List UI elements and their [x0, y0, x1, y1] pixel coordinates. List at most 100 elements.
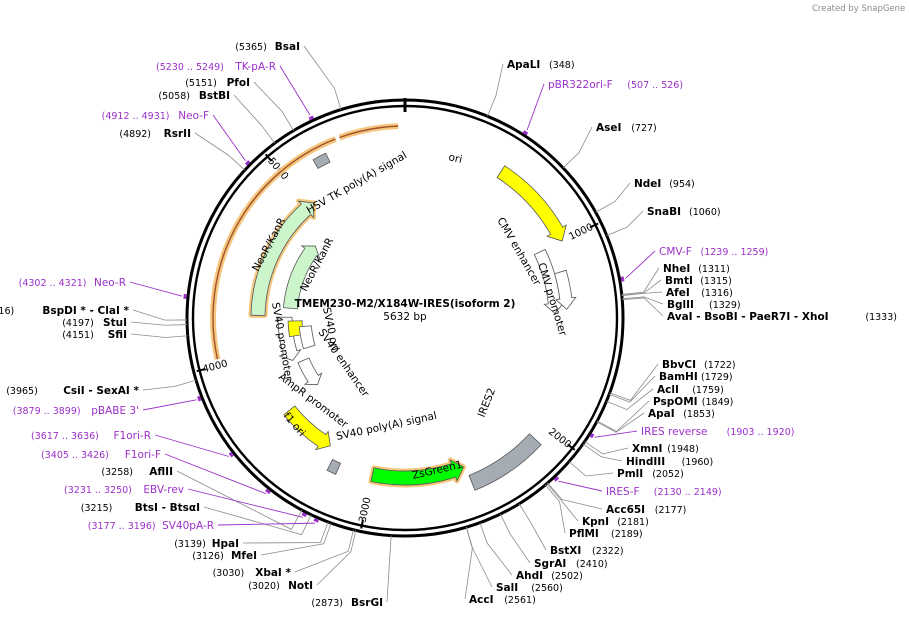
restriction-site[interactable]: PflMI (2189) — [569, 528, 643, 540]
restriction-site[interactable]: BbvCI(1722) — [662, 359, 736, 371]
primer[interactable]: pBR322ori-F(507 .. 526) — [548, 79, 683, 91]
restriction-site[interactable]: HindIII(1960) — [626, 456, 713, 468]
restriction-site[interactable]: SgrAI(2410) — [534, 558, 608, 570]
restriction-site[interactable]: AfeI(1316) — [666, 287, 733, 299]
primer-name: F1ori-F — [125, 449, 161, 461]
restriction-site[interactable]: PmlI(2052) — [617, 468, 684, 480]
site-position: (4216) — [0, 306, 14, 317]
primers-layer: TK-pA-R (5230 .. 5249) Neo-F(4912 .. 4931)… — [13, 61, 795, 532]
restriction-site[interactable]: BglII(1329) — [667, 299, 741, 311]
feature-arc-cmv-enhancer[interactable] — [533, 248, 566, 314]
restriction-site[interactable]: NdeI (954) — [634, 178, 695, 190]
restriction-site[interactable]: MfeI (3126) — [192, 550, 257, 562]
feature-arc-sv40-poly-a-signal[interactable] — [326, 459, 342, 475]
restriction-site[interactable]: AvaI - BsoBI - PaeR7I - XhoI(1333) — [667, 311, 897, 323]
restriction-site[interactable]: BtsI - BtsαI(3215) — [81, 502, 200, 514]
primer[interactable]: Neo-R(4302 .. 4321) — [19, 277, 126, 289]
feature-arc-ampr-promoter[interactable] — [297, 357, 323, 386]
restriction-site[interactable]: AseI(727) — [596, 122, 657, 134]
site-position: (3126) — [192, 551, 224, 562]
restriction-site[interactable]: SnaBI(1060) — [647, 206, 721, 218]
restriction-site[interactable]: CsiI - SexAI *(3965) — [6, 385, 139, 397]
primer[interactable]: TK-pA-R (5230 .. 5249) — [156, 61, 276, 73]
feature-arc-sv40-promoter[interactable] — [277, 316, 302, 361]
primer[interactable]: Neo-F(4912 .. 4931) — [102, 110, 209, 122]
primer-name: TK-pA-R — [234, 61, 276, 73]
primer[interactable]: F1ori-R(3617 .. 3636) — [31, 430, 151, 442]
feature-arc-ires2[interactable] — [468, 433, 542, 491]
site-leader-line — [621, 267, 660, 295]
restriction-site[interactable]: Acc65I(2177) — [606, 504, 686, 516]
feature-arc-neor-kanr[interactable] — [283, 245, 321, 310]
restriction-site[interactable]: PfoI(5151) — [185, 77, 250, 89]
restriction-site[interactable]: PspOMI(1849) — [653, 396, 733, 408]
restriction-site[interactable]: BspDI * - ClaI *(4216) — [0, 305, 130, 317]
site-name: BglII — [667, 299, 694, 311]
primer-position: (5230 .. 5249) — [156, 62, 224, 73]
primer[interactable]: IRES reverse(1903 .. 1920) — [641, 426, 794, 438]
restriction-site[interactable]: AflII(3258) — [101, 466, 173, 478]
restriction-site[interactable]: AccI(2561) — [469, 594, 536, 606]
site-position: (5365) — [235, 42, 267, 53]
primer[interactable]: EBV-rev(3231 .. 3250) — [64, 484, 184, 496]
feature-arc-sv40-enhancer[interactable] — [298, 325, 316, 350]
feature-arc-neor-kanr[interactable] — [250, 200, 314, 316]
site-name: NdeI — [634, 178, 661, 190]
site-name: PspOMI — [653, 396, 698, 408]
feature-arc-zsgreen1[interactable] — [370, 459, 465, 486]
feature-arc-hsv-tk-poly-a-signal[interactable] — [312, 152, 331, 169]
restriction-site[interactable]: NheI(1311) — [663, 263, 730, 275]
restriction-site[interactable]: KpnI(2181) — [582, 516, 649, 528]
restriction-site[interactable]: SfiI(4151) — [62, 329, 127, 341]
restriction-site[interactable]: StuI(4197) — [62, 317, 127, 329]
site-position: (2189) — [611, 529, 643, 540]
site-leader-line — [621, 291, 663, 297]
restriction-site[interactable]: XmnI(1948) — [632, 443, 699, 455]
site-name: AfeI — [666, 287, 690, 299]
restriction-site[interactable]: BstXI(2322) — [550, 545, 624, 557]
site-name: PflMI — [569, 528, 599, 540]
feature-label-cmv-enhancer: CMV enhancer — [494, 216, 543, 289]
restriction-site[interactable]: BamHI(1729) — [659, 371, 733, 383]
restriction-site[interactable]: NotI(3020) — [248, 580, 313, 592]
site-name: BamHI — [659, 371, 698, 383]
site-name: XbaI * — [255, 567, 291, 579]
restriction-site[interactable]: ApaI(1853) — [648, 408, 715, 420]
site-leader-line — [622, 297, 664, 317]
restriction-site[interactable]: SalI(2560) — [496, 582, 563, 594]
restriction-site[interactable]: BmtI(1315) — [665, 275, 732, 287]
primer-name: pBABE 3' — [91, 405, 139, 417]
site-leader-line — [464, 527, 473, 600]
restriction-site[interactable]: ApaLI(348) — [507, 59, 575, 71]
site-leader-line — [606, 388, 654, 411]
primer[interactable]: CMV-F(1239 .. 1259) — [659, 246, 768, 258]
restriction-site[interactable]: BsaI(5365) — [235, 41, 300, 53]
feature-arc-ori[interactable] — [496, 165, 567, 242]
feature-arc-cmv-promoter[interactable] — [554, 269, 577, 310]
site-leader-line — [316, 530, 357, 586]
site-position: (954) — [669, 179, 695, 190]
primer[interactable]: F1ori-F(3405 .. 3426) — [41, 449, 161, 461]
restriction-site[interactable]: AclI(1759) — [657, 384, 724, 396]
restriction-site[interactable]: BstBI(5058) — [158, 90, 230, 102]
primer-name: Neo-F — [178, 110, 209, 122]
primer[interactable]: pBABE 3'(3879 .. 3899) — [13, 405, 139, 417]
site-leader-line — [203, 506, 312, 536]
site-leader-line — [595, 182, 631, 213]
restriction-site[interactable]: BsrGI(2873) — [311, 597, 383, 609]
restriction-site[interactable]: HpaI(3139) — [174, 538, 239, 550]
site-position: (3965) — [6, 386, 38, 397]
scale-tick-label: 2000 — [546, 426, 573, 450]
feature-arc-f1-ori[interactable] — [283, 405, 331, 451]
primer[interactable]: IRES-F(2130 .. 2149) — [606, 486, 722, 498]
primer[interactable]: SV40pA-R(3177 .. 3196) — [88, 520, 214, 532]
scale-tick — [589, 222, 599, 229]
site-position: (1333) — [865, 312, 897, 323]
site-name: MfeI — [231, 550, 257, 562]
primer-name: Neo-R — [94, 277, 126, 289]
site-name: BsrGI — [351, 597, 383, 609]
restriction-site[interactable]: RsrII(4892) — [119, 128, 191, 140]
restriction-site[interactable]: AhdI(2502) — [516, 570, 583, 582]
restriction-site[interactable]: XbaI *(3030) — [213, 567, 292, 579]
